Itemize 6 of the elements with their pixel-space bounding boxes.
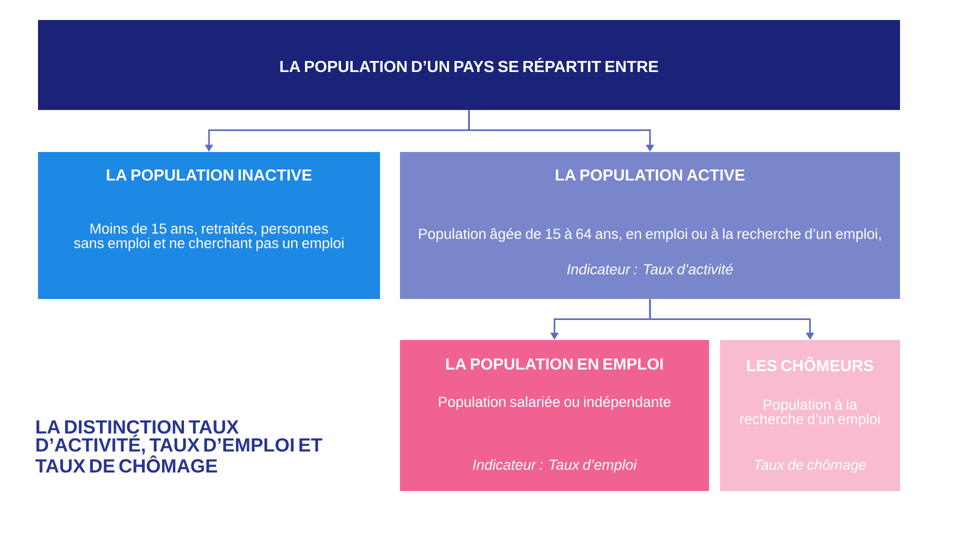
category-box: LES CHÔMEURS Population à la recherche d’un emploi Taux de chômage — [720, 340, 900, 491]
category-box: LA POPULATION ACTIVE Population âgée de 15 à 64 ans, en emploi ou à la recherche d’un emploi, Indicateur : Taux d’activité — [400, 152, 900, 299]
category-box: LA POPULATION EN EMPLOI Population salariée ou indépendante Indicateur : Taux d’emploi — [400, 340, 709, 491]
category-box: LA POPULATION INACTIVE Moins de 15 ans, retraités, personnes sans emploi et ne cherchant pas un emploi — [38, 152, 380, 299]
title-banner: LA POPULATION D’UN PAYS SE RÉPARTIT ENTRE — [38, 20, 900, 110]
heading: LA DISTINCTION TAUX D’ACTIVITÉ, TAUX D’EMPLOI ET TAUX DE CHÔMAGE — [35, 420, 322, 473]
